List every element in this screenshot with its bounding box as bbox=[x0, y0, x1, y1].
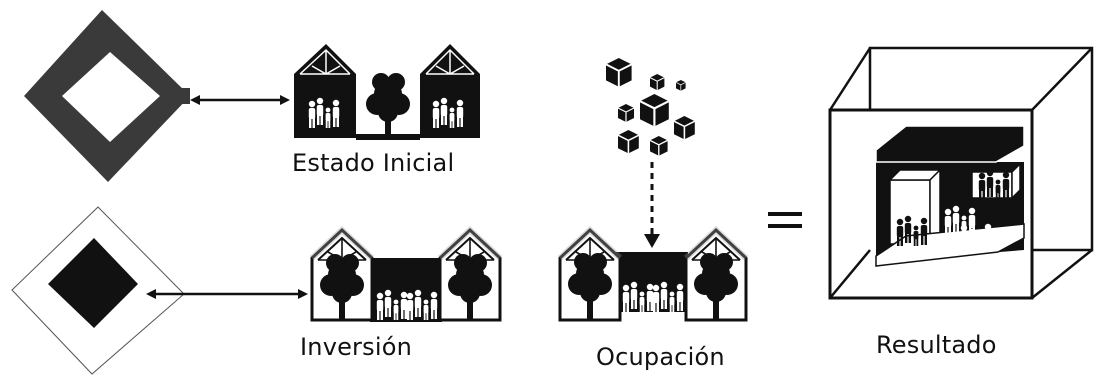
dashed-arrow-icon bbox=[644, 162, 660, 248]
double-arrow-icon bbox=[146, 289, 308, 299]
cube-icon bbox=[673, 115, 696, 141]
caption-inversion: Inversión bbox=[300, 333, 412, 361]
cube-icon bbox=[649, 135, 669, 157]
inversion-houses bbox=[312, 230, 500, 322]
cube-icon bbox=[649, 73, 665, 91]
caption-ocupacion: Ocupación bbox=[596, 343, 725, 371]
double-arrow-icon bbox=[190, 95, 290, 105]
cube-icon bbox=[638, 92, 670, 128]
initial-state-houses bbox=[294, 44, 480, 140]
falling-cubes bbox=[605, 57, 696, 157]
caption-resultado: Resultado bbox=[876, 331, 997, 359]
caption-estado-inicial: Estado Inicial bbox=[292, 149, 455, 177]
plan-frame-icon bbox=[24, 10, 190, 182]
result-cube bbox=[828, 46, 1094, 300]
equals-icon bbox=[768, 212, 802, 228]
cube-icon bbox=[605, 57, 633, 88]
cube-icon bbox=[617, 103, 635, 123]
plan-block-icon bbox=[11, 206, 185, 375]
cube-icon bbox=[617, 129, 640, 155]
tree-icon bbox=[366, 73, 410, 140]
occupation-houses bbox=[560, 230, 746, 320]
cube-icon bbox=[675, 79, 686, 92]
